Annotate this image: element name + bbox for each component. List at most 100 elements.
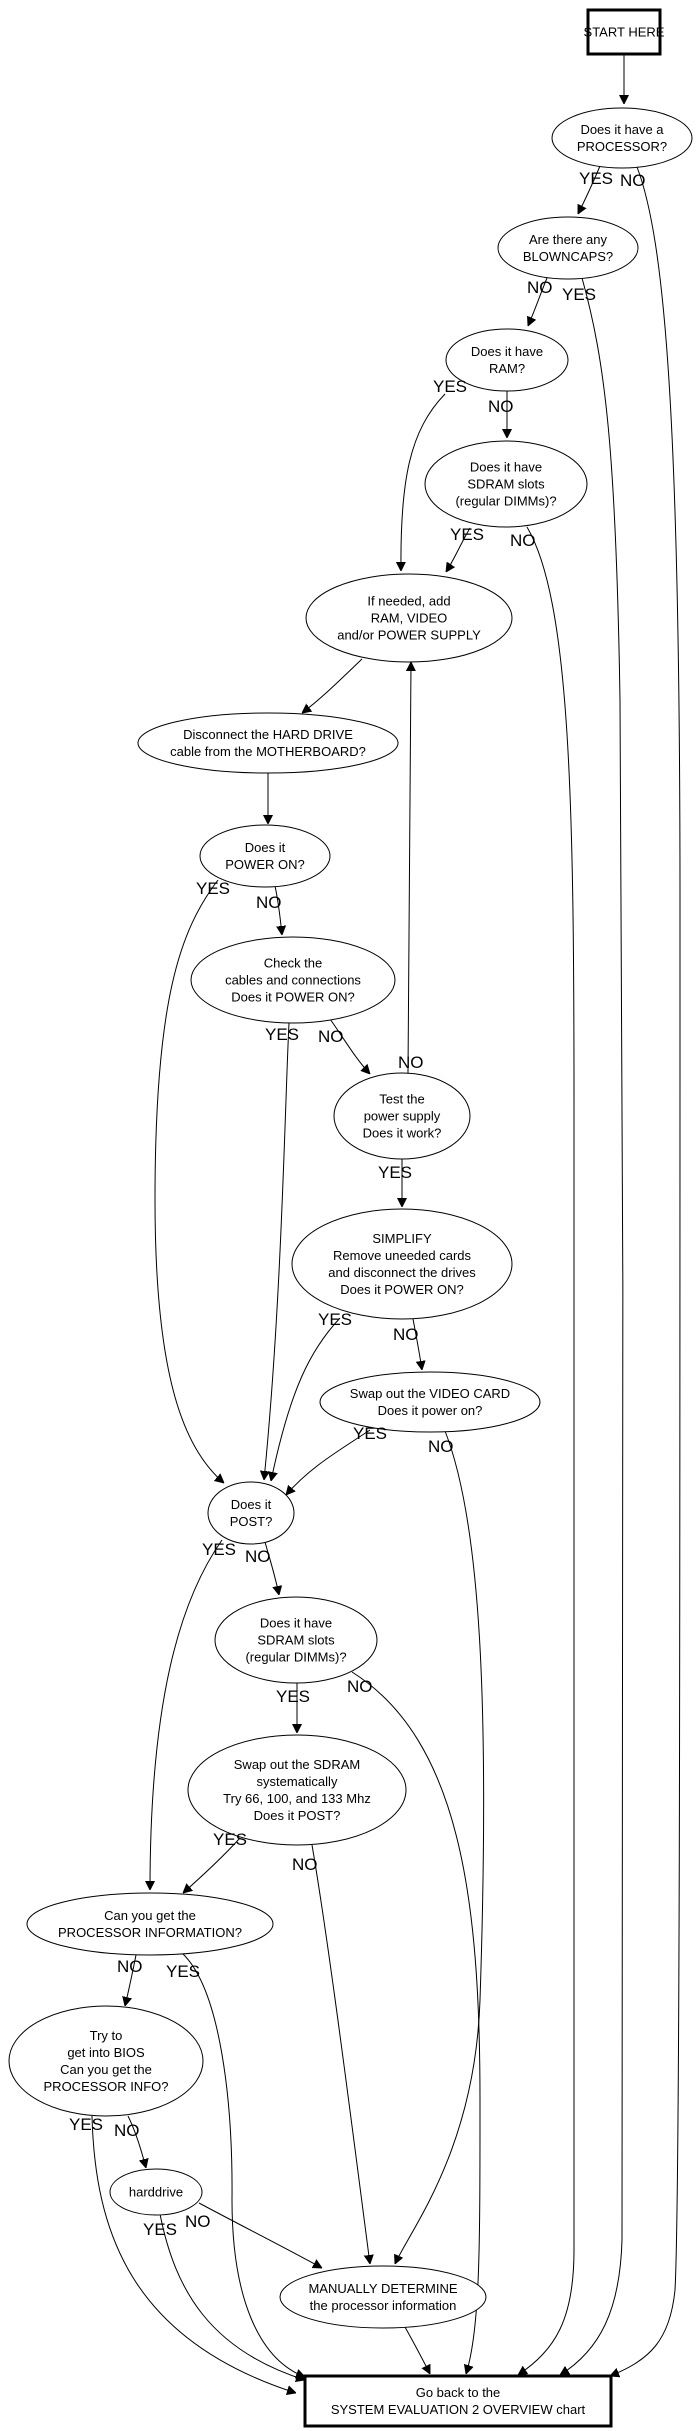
edge-add-to-disconnect — [302, 658, 363, 713]
node-goback-text-line: Go back to the — [416, 2385, 501, 2400]
node-bios-ellipse — [8, 2005, 204, 2117]
node-disconnect-text-line: cable from the MOTHERBOARD? — [170, 744, 366, 759]
node-disconnect: Disconnect the HARD DRIVE cable from the … — [137, 712, 399, 774]
node-add-text-line: If needed, add — [367, 594, 450, 609]
node-swapsdram-text-line: Try 66, 100, and 133 Mhz — [223, 1791, 371, 1806]
edge-psu-to-add — [408, 662, 411, 1074]
node-poweron-ellipse — [199, 824, 331, 888]
node-bios-text-line: Can you get the — [60, 2062, 152, 2077]
node-simplify-text-line: Remove uneeded cards — [333, 1248, 472, 1263]
edge-label-yes: YES — [69, 2115, 103, 2134]
edge-label-no: NO — [527, 278, 553, 297]
node-psu-text-line: power supply — [364, 1109, 441, 1124]
edge-label-yes: YES — [433, 377, 467, 396]
edges-layer — [91, 54, 681, 2393]
edge-swapsdram-to-procinfo — [183, 1837, 241, 1893]
node-goback-box — [303, 2374, 613, 2428]
edge-label-yes: YES — [318, 1310, 352, 1329]
edge-label-yes: YES — [143, 2220, 177, 2239]
node-bios-text-line: get into BIOS — [67, 2045, 145, 2060]
node-cables-text-line: Does it POWER ON? — [231, 990, 355, 1005]
node-manual-ellipse — [279, 2265, 487, 2329]
node-post-text-line: Does it — [231, 1497, 272, 1512]
node-post-text-line: POST? — [230, 1514, 273, 1529]
node-manual-text-line: MANUALLY DETERMINE — [308, 2281, 457, 2296]
node-psu-text-line: Test the — [379, 1092, 425, 1107]
node-poweron-text-line: POWER ON? — [225, 857, 304, 872]
node-simplify-text-line: Does it POWER ON? — [340, 1282, 464, 1297]
edge-label-yes: YES — [166, 1962, 200, 1981]
edge-label-no: NO — [393, 1325, 419, 1344]
node-sdram1-text-line: Does it have — [470, 460, 542, 475]
edge-manual-to-goback — [404, 2326, 430, 2374]
node-post: Does it POST? — [207, 1481, 295, 1545]
node-disconnect-text-line: Disconnect the HARD DRIVE — [183, 727, 353, 742]
node-swapsdram-text-line: Swap out the SDRAM — [234, 1757, 360, 1772]
edge-procinfo-to-goback — [182, 1953, 305, 2377]
edge-procinfo-to-bios — [125, 1954, 137, 2006]
edge-label-no: NO — [620, 171, 646, 190]
node-cables-text-line: Check the — [264, 956, 323, 971]
node-simplify-ellipse — [291, 1208, 513, 1320]
edge-harddrive-to-manual — [198, 2202, 322, 2268]
edge-label-no: NO — [318, 1027, 344, 1046]
node-swapsdram-text-line: systematically — [257, 1774, 338, 1789]
node-processor-text-line: Does it have a — [580, 122, 664, 137]
node-swapsdram-ellipse — [187, 1734, 407, 1846]
node-ram-text-line: RAM? — [489, 361, 525, 376]
edge-label-no: NO — [488, 397, 514, 416]
node-add-text-line: RAM, VIDEO — [371, 611, 448, 626]
node-blowncaps-ellipse — [497, 216, 639, 280]
node-sdram2-text-line: (regular DIMMs)? — [245, 1650, 346, 1665]
node-video-ellipse — [319, 1371, 541, 1433]
edge-poweron-to-cables — [274, 885, 282, 935]
node-processor-text-line: PROCESSOR? — [577, 139, 667, 154]
edge-sdram1-to-goback — [518, 526, 575, 2375]
node-sdram2-text-line: Does it have — [260, 1616, 332, 1631]
edge-label-yes: YES — [353, 1424, 387, 1443]
edge-bios-to-harddrive — [127, 2115, 146, 2168]
edge-label-no: NO — [292, 1855, 318, 1874]
edge-cables-to-post — [264, 1022, 290, 1480]
node-sdram1-text-line: SDRAM slots — [467, 477, 545, 492]
node-sdram2-ellipse — [214, 1596, 378, 1684]
edge-label-no: NO — [185, 2212, 211, 2231]
edge-swapsdram-to-manual — [311, 1844, 370, 2264]
edge-video-to-manual — [395, 1430, 485, 2264]
edge-harddrive-to-goback — [159, 2213, 305, 2380]
node-disconnect-ellipse — [137, 712, 399, 774]
edge-processor-to-blowncaps — [578, 165, 601, 214]
node-sdram1-ellipse — [424, 440, 588, 528]
node-procinfo-text-line: PROCESSOR INFORMATION? — [58, 1925, 242, 1940]
node-start: START HERE — [584, 8, 665, 56]
node-bios-text-line: Try to — [90, 2028, 123, 2043]
node-psu-text-line: Does it work? — [363, 1126, 442, 1141]
node-ram-text-line: Does it have — [471, 344, 543, 359]
node-cables-text-line: cables and connections — [225, 973, 361, 988]
node-swapsdram-text-line: Does it POST? — [254, 1808, 341, 1823]
node-procinfo-ellipse — [26, 1892, 274, 1956]
edge-label-yes: YES — [378, 1163, 412, 1182]
edge-post-to-procinfo — [150, 1539, 223, 1890]
edge-blowncaps-to-ram — [528, 277, 548, 326]
edge-blowncaps-to-goback — [560, 277, 624, 2375]
node-processor-ellipse — [551, 107, 693, 169]
node-bios-text-line: PROCESSOR INFO? — [44, 2079, 169, 2094]
edge-label-no: NO — [428, 1437, 454, 1456]
edge-video-to-post — [286, 1429, 371, 1495]
node-harddrive-text-line: harddrive — [129, 2185, 183, 2200]
node-add-text-line: and/or POWER SUPPLY — [337, 628, 481, 643]
edge-simplify-to-post — [271, 1317, 341, 1481]
node-ram-ellipse — [445, 328, 569, 392]
node-goback-text-line: SYSTEM EVALUATION 2 OVERVIEW chart — [331, 2402, 586, 2417]
